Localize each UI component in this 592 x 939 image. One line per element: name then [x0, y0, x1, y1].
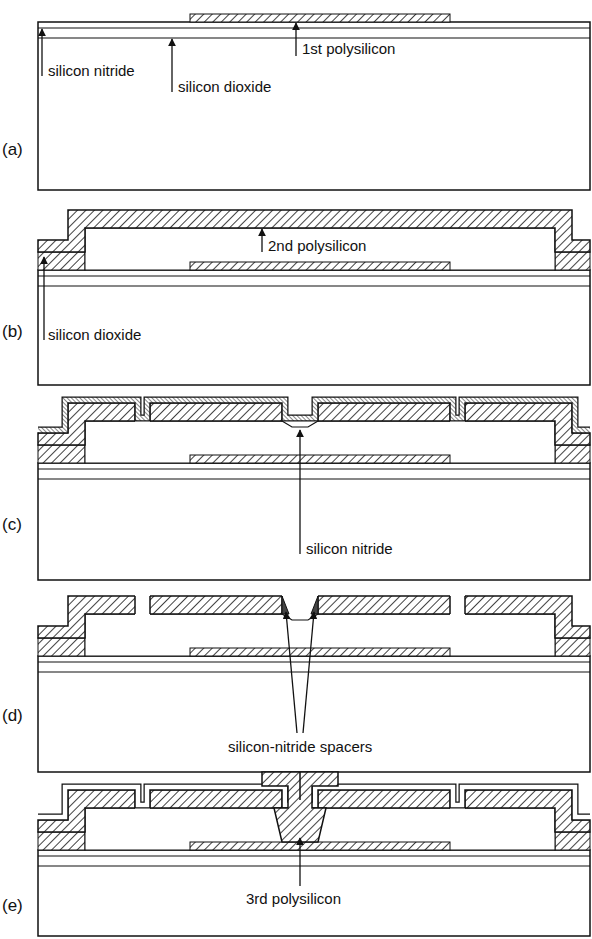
etch-opening: [135, 595, 150, 615]
layer-label: silicon dioxide: [48, 326, 141, 343]
leader-arrow: [41, 29, 42, 76]
process-step-panel: [38, 772, 590, 936]
leader-arrow: [171, 39, 172, 92]
first-polysilicon: [190, 455, 450, 463]
layer-label: silicon dioxide: [178, 78, 271, 95]
leader-arrow: [299, 838, 300, 886]
etch-opening: [450, 595, 465, 615]
sacrificial-oxide: [85, 421, 555, 463]
layer-label: silicon nitride: [48, 62, 135, 79]
sacrificial-oxide: [85, 228, 555, 270]
layer-label: 1st polysilicon: [302, 40, 395, 57]
oxide-layer-edge: [38, 671, 590, 672]
layer-label: 3rd polysilicon: [246, 890, 341, 907]
silicon-substrate: [38, 22, 590, 190]
polysilicon-seam: [299, 772, 301, 800]
step-letter: (d): [2, 706, 23, 725]
oxide-layer-edge: [38, 285, 590, 286]
leader-arrow: [303, 612, 314, 733]
nitride-layer-edge: [38, 275, 590, 276]
first-polysilicon: [190, 14, 450, 22]
layer-label: silicon nitride: [306, 540, 393, 557]
field-oxide: [38, 252, 85, 270]
etch-notch: [282, 614, 318, 620]
step-letter: (b): [2, 322, 23, 341]
process-step-panel: [38, 210, 590, 385]
leader-arrow: [299, 430, 300, 554]
field-oxide: [555, 832, 590, 850]
opening-wall: [134, 596, 136, 614]
leader-arrow: [286, 612, 297, 733]
step-letter: (a): [2, 140, 23, 159]
opening-wall: [149, 596, 151, 614]
field-oxide: [38, 445, 85, 463]
process-step-panel: [38, 400, 590, 580]
oxide-layer-edge: [38, 865, 590, 866]
field-oxide: [555, 252, 590, 270]
etch-opening: [282, 595, 318, 615]
field-oxide: [555, 638, 590, 656]
leader-arrow: [261, 229, 262, 252]
silicon-substrate: [38, 463, 590, 580]
nitride-layer-edge: [38, 661, 590, 662]
field-oxide: [555, 445, 590, 463]
etch-notch: [282, 421, 318, 427]
nitride-layer-edge: [38, 855, 590, 856]
process-step-panel: [38, 595, 590, 772]
layer-label: 2nd polysilicon: [268, 237, 366, 254]
step-letter: (e): [2, 896, 23, 915]
layer-label: silicon-nitride spacers: [228, 738, 372, 755]
silicon-substrate: [38, 850, 590, 936]
first-polysilicon: [190, 262, 450, 270]
process-step-panel: [38, 14, 590, 190]
step-letter: (c): [2, 515, 22, 534]
nitride-layer-edge: [38, 468, 590, 469]
nitride-film-outline: [38, 400, 590, 430]
leader-arrow: [295, 23, 296, 56]
field-oxide: [38, 832, 85, 850]
first-polysilicon: [190, 842, 450, 850]
opening-wall: [464, 596, 466, 614]
third-polysilicon: [262, 772, 338, 842]
oxide-layer-edge: [38, 478, 590, 479]
oxide-layer-edge: [38, 37, 590, 38]
first-polysilicon: [190, 648, 450, 656]
nitride-spacer: [311, 596, 318, 614]
nitride-spacer: [282, 596, 289, 614]
silicon-substrate: [38, 656, 590, 772]
silicon-substrate: [38, 270, 590, 385]
field-oxide: [38, 638, 85, 656]
nitride-layer-edge: [38, 27, 590, 28]
leader-arrow: [43, 257, 44, 340]
nitride-film: [38, 400, 590, 430]
sacrificial-oxide: [85, 614, 555, 656]
opening-wall: [449, 596, 451, 614]
